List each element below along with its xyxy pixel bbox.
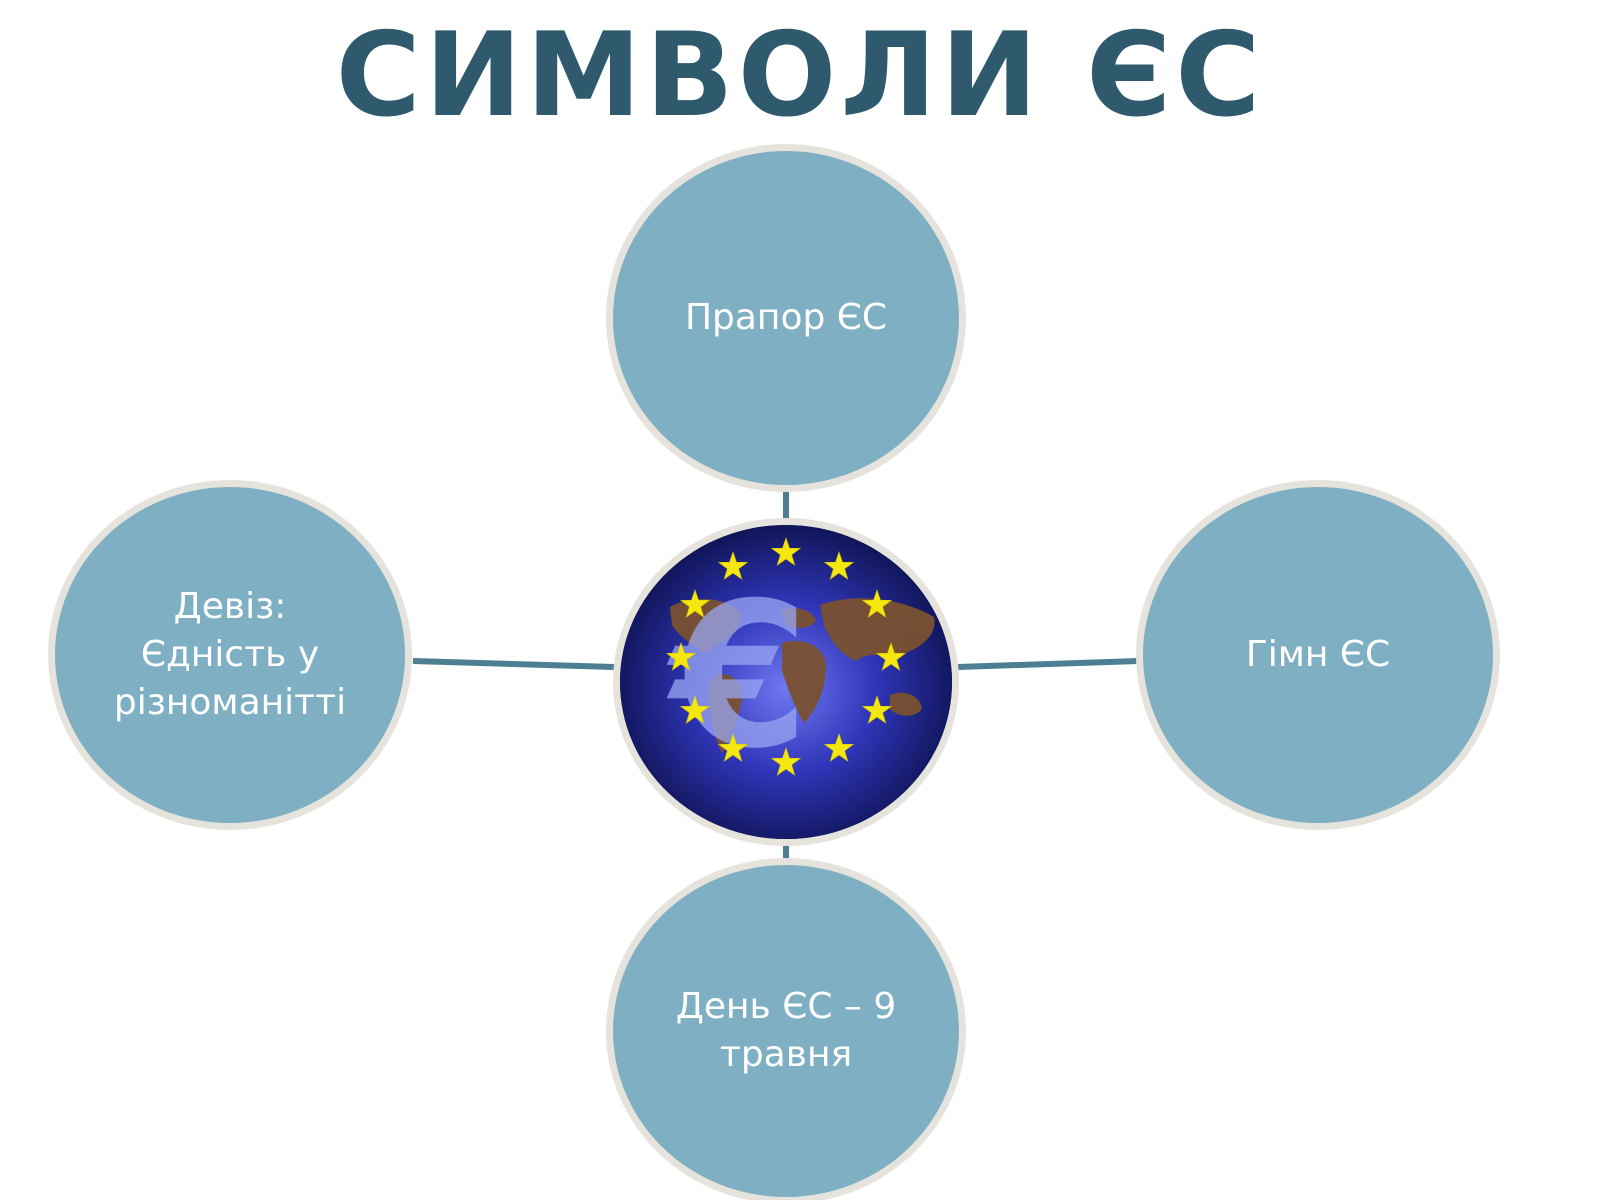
connector-left xyxy=(412,658,615,670)
slide-title: СИМВОЛИ ЄС xyxy=(335,8,1265,143)
node-anthem-label: Гімн ЄС xyxy=(1245,634,1391,675)
node-motto-label: Девіз: Єдність у різноманітті xyxy=(113,586,347,723)
node-anthem: Гімн ЄС xyxy=(1136,480,1500,830)
node-flag-label: Прапор ЄС xyxy=(684,297,888,338)
node-eu-day-label: День ЄС – 9 травня xyxy=(675,986,897,1075)
eu-emblem-image: € xyxy=(613,518,959,846)
eu-stars-globe-euro-icon: € xyxy=(620,525,952,839)
node-motto: Девіз: Єдність у різноманітті xyxy=(48,480,412,830)
connector-right xyxy=(957,658,1139,670)
node-flag: Прапор ЄС xyxy=(606,144,966,492)
node-eu-day: День ЄС – 9 травня xyxy=(606,858,966,1200)
